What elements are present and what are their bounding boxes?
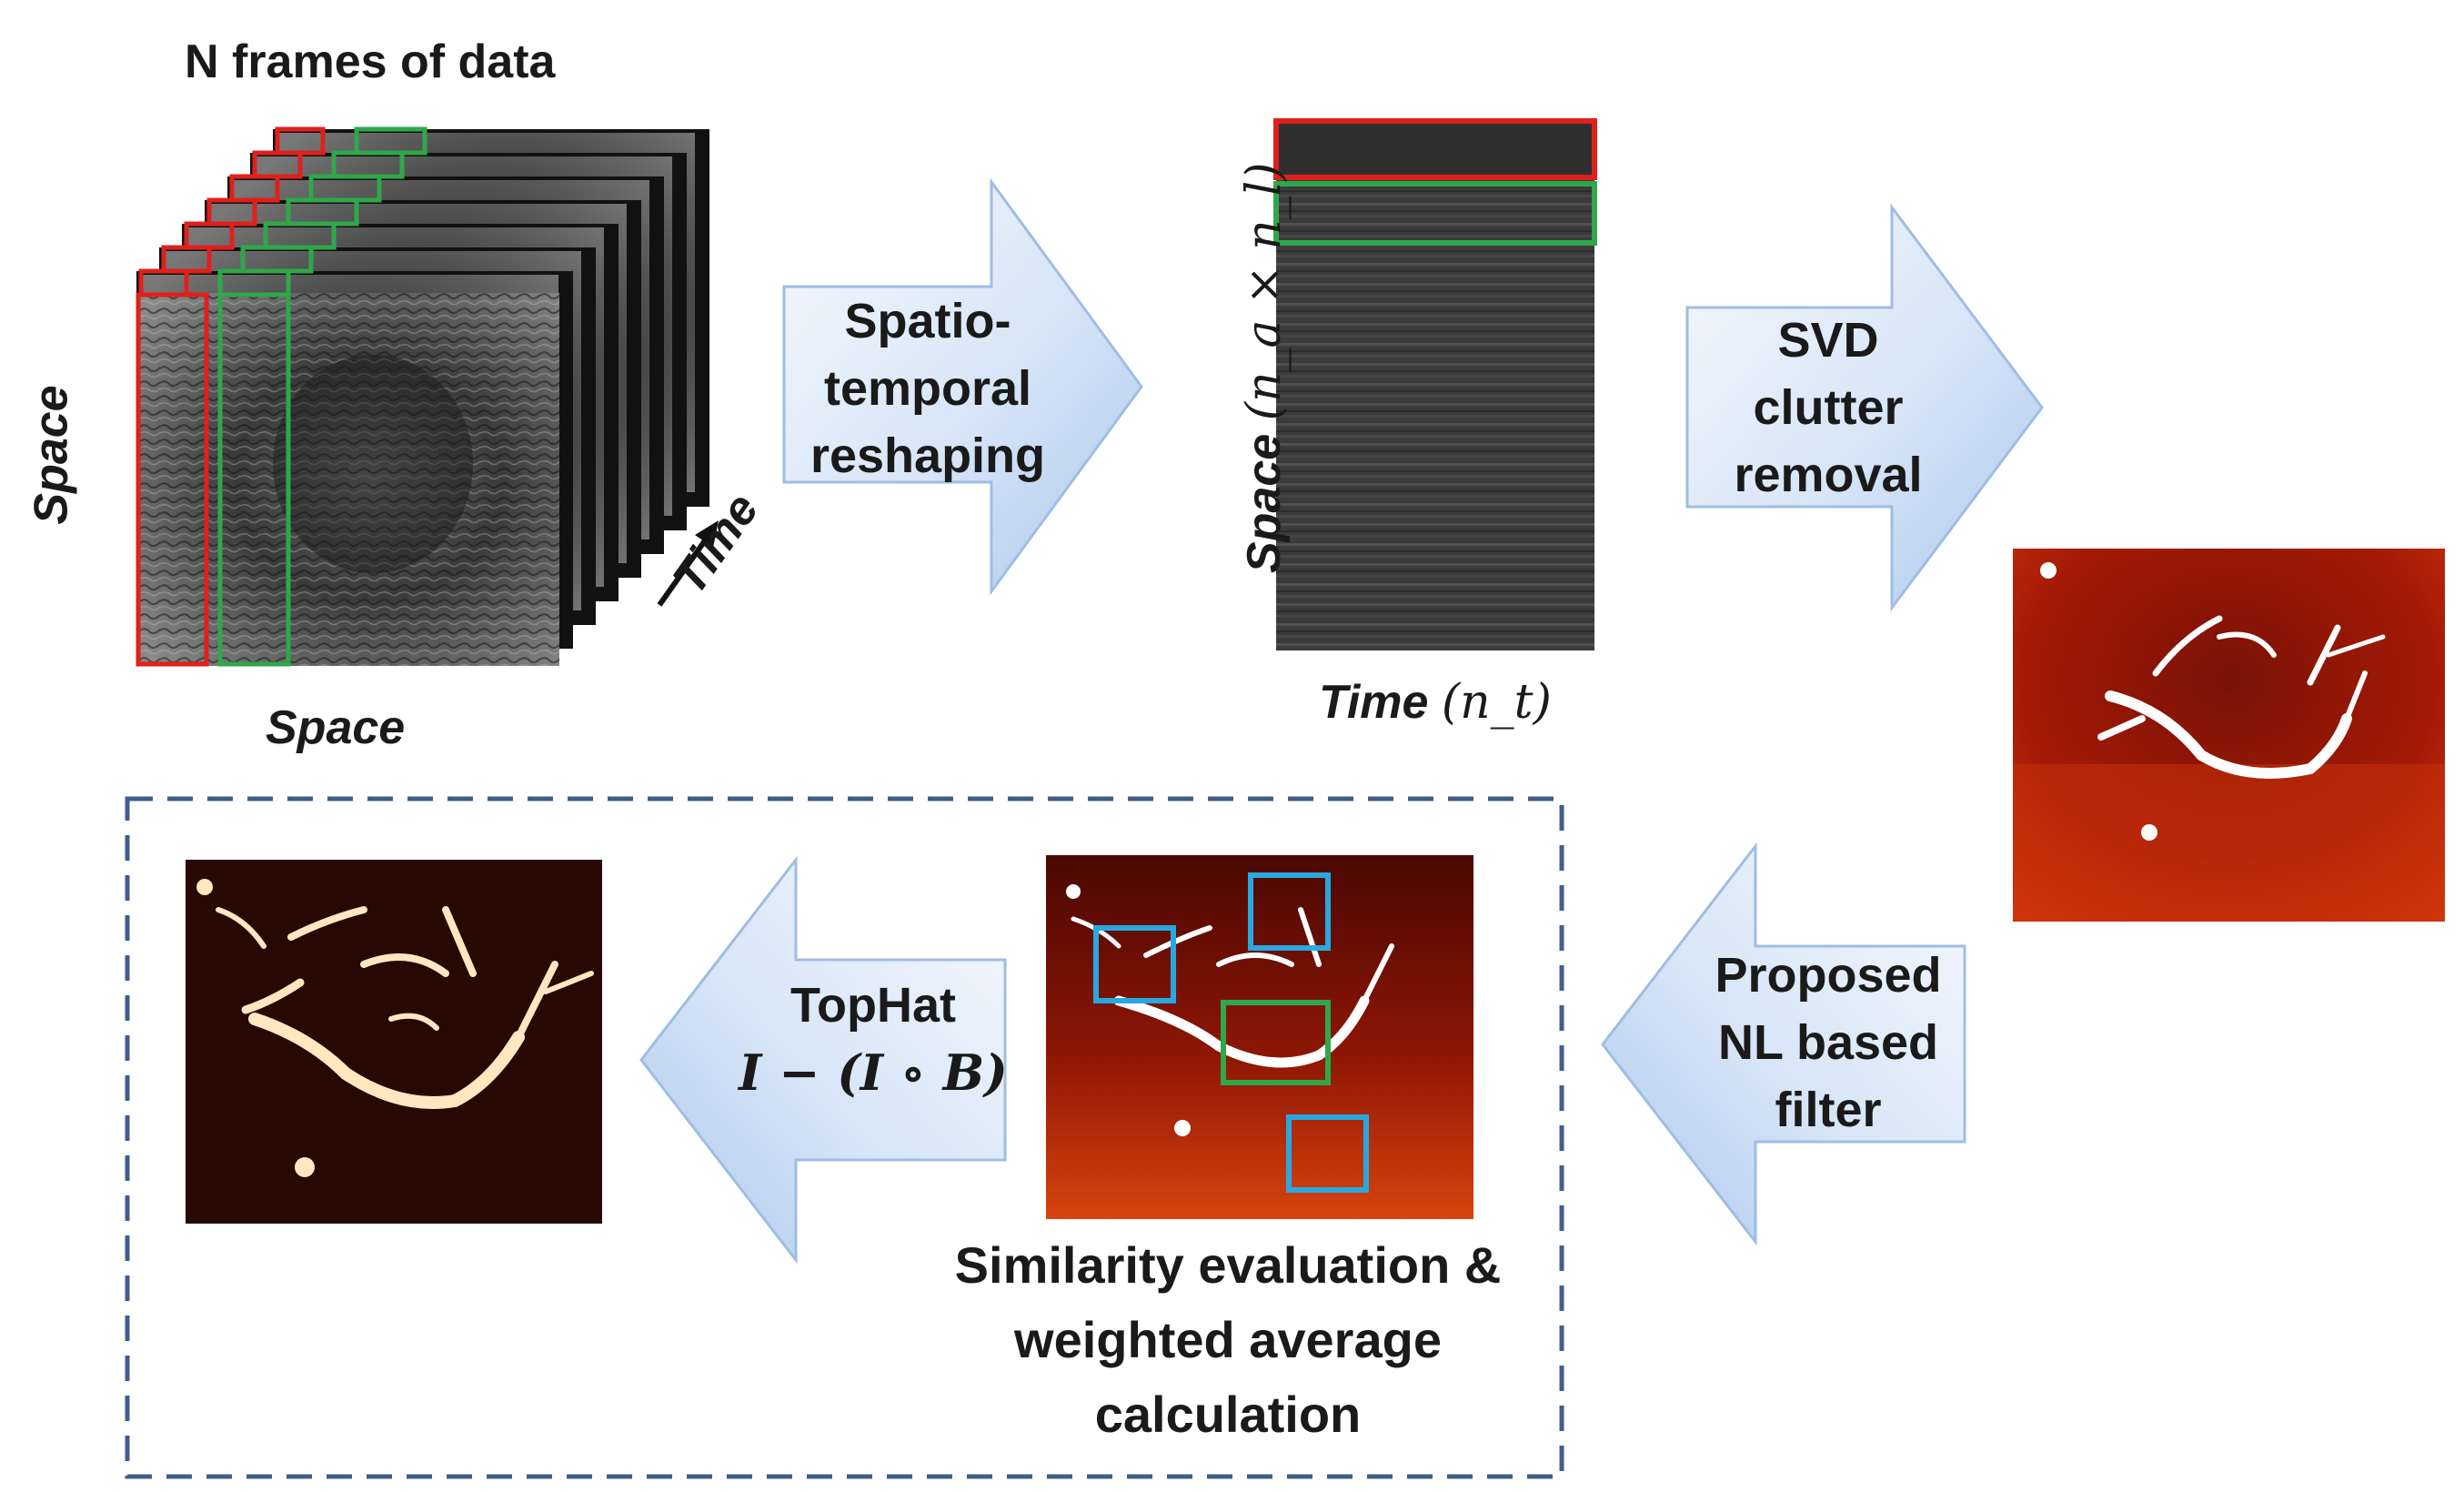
reshape-line-1: Spatio- xyxy=(844,294,1011,348)
space-x-label: Space xyxy=(266,701,406,754)
front-frame xyxy=(136,293,559,666)
tophat-title: TopHat xyxy=(790,978,956,1033)
svd-arrow-icon xyxy=(1685,203,2044,612)
similarity-line-1: Similarity evaluation & xyxy=(954,1236,1502,1294)
red-column-markers xyxy=(136,126,326,667)
casorati-y-math: (n_a × n_l) xyxy=(1237,162,1292,421)
nl-arrow-label: Proposed NL based filter xyxy=(1701,942,1956,1144)
casorati-y-word: Space xyxy=(1238,433,1291,573)
tophat-arrow-icon xyxy=(639,855,1007,1265)
casorati-x-word: Time xyxy=(1319,676,1429,729)
svd-arrow-label: SVD clutter removal xyxy=(1701,307,1956,509)
similarity-line-3: calculation xyxy=(1094,1386,1362,1443)
svd-line-2: clutter xyxy=(1753,380,1904,435)
time-arrow-icon xyxy=(657,520,719,607)
casorati-x-label: Time (n_t) xyxy=(1319,675,1552,730)
casorati-matrix xyxy=(1273,118,1597,650)
similarity-line-2: weighted average xyxy=(1014,1311,1442,1368)
nl-filter-arrow-icon xyxy=(1601,842,1966,1246)
green-row-marker xyxy=(1273,181,1597,246)
reshape-arrow-icon xyxy=(782,177,1143,596)
green-column-markers xyxy=(217,126,427,667)
nl-line-1: Proposed xyxy=(1715,948,1942,1003)
space-y-label: Space xyxy=(25,385,78,525)
tophat-arrow-label: TopHat I − (I ∘ B) xyxy=(737,972,1010,1106)
svd-line-1: SVD xyxy=(1777,313,1879,368)
final-image xyxy=(186,860,602,1224)
nl-line-2: NL based xyxy=(1717,1015,1939,1070)
blue-patch-marker xyxy=(1248,872,1331,951)
svd-line-3: removal xyxy=(1734,448,1923,502)
frame-stack xyxy=(136,126,719,667)
red-row-marker xyxy=(1273,118,1597,180)
casorati-y-label: Space (n_a × n_l) xyxy=(1237,163,1292,574)
power-doppler-image xyxy=(2013,549,2445,922)
green-patch-marker xyxy=(1221,1000,1331,1085)
similarity-caption: Similarity evaluation & weighted average… xyxy=(910,1228,1546,1452)
reshape-arrow-label: Spatio- temporal reshaping xyxy=(800,287,1055,489)
frames-title: N frames of data xyxy=(185,35,556,88)
blue-patch-marker xyxy=(1286,1114,1369,1193)
similarity-image xyxy=(1046,855,1473,1219)
casorati-x-math: (n_t) xyxy=(1441,675,1552,730)
reshape-line-2: temporal xyxy=(823,361,1032,416)
tophat-formula: I − (I ∘ B) xyxy=(739,1043,1008,1102)
nl-filter-dashed-box xyxy=(125,796,1564,1479)
blue-patch-marker xyxy=(1093,925,1176,1003)
reshape-line-3: reshaping xyxy=(810,428,1046,483)
nl-line-3: filter xyxy=(1775,1083,1882,1137)
